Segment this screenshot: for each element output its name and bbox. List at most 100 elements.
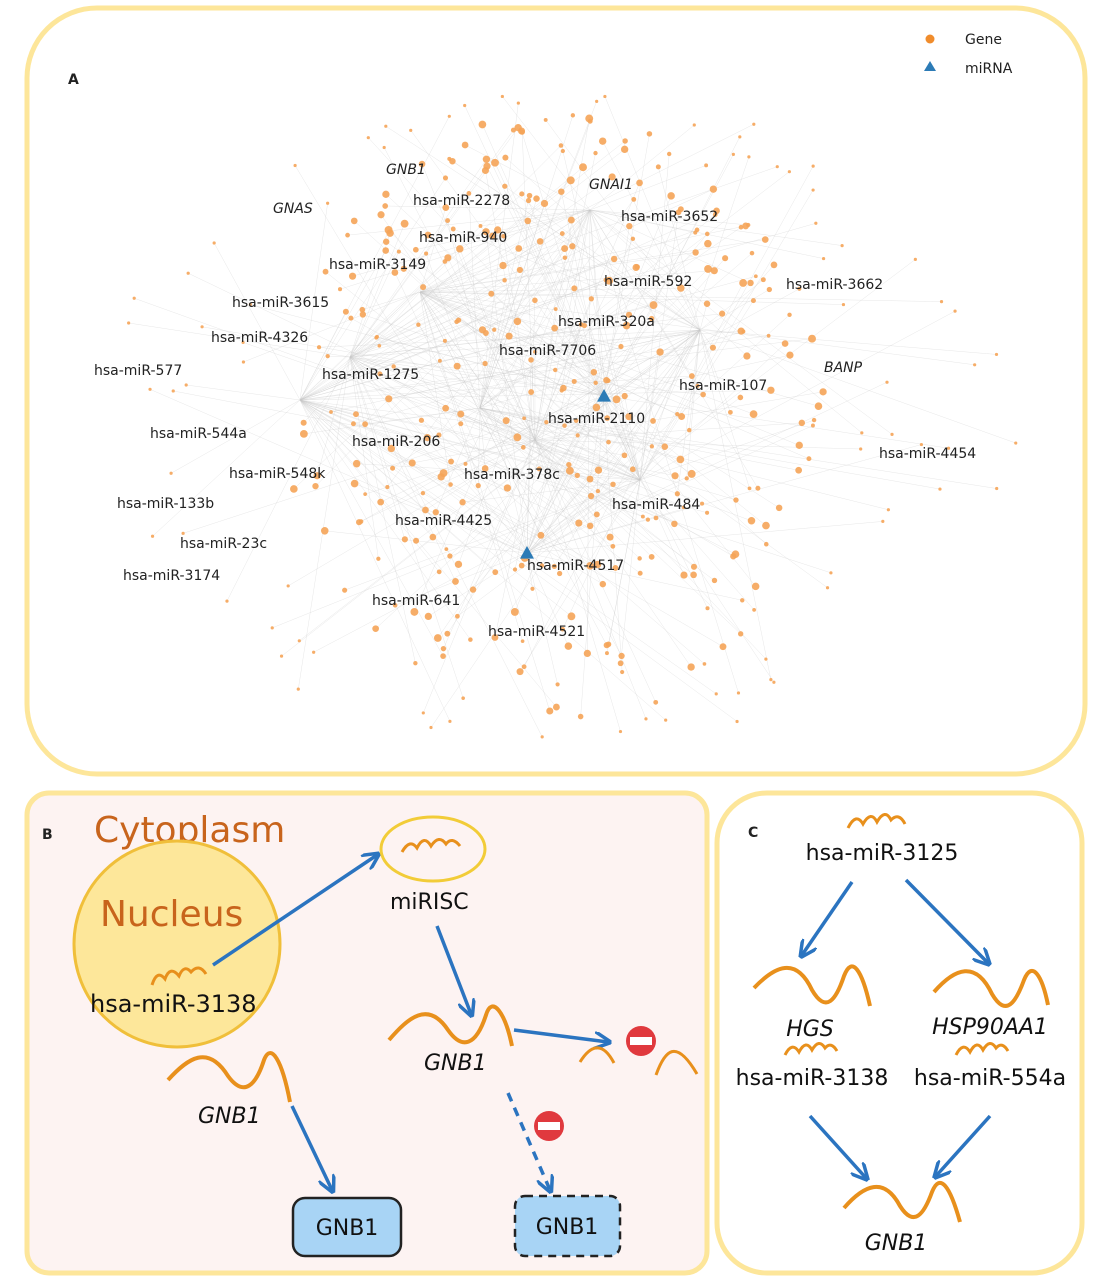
gene-node — [881, 519, 885, 523]
gene-node — [593, 150, 598, 156]
gene-node — [798, 419, 806, 427]
mirna-label: hsa-miR-2278 — [413, 193, 510, 209]
network-edge — [186, 384, 301, 401]
gene-node — [747, 517, 756, 525]
gene-node — [316, 345, 322, 350]
network-edge — [497, 229, 605, 397]
gene-node — [640, 514, 645, 519]
network-edge — [349, 293, 492, 358]
gene-node — [741, 329, 746, 334]
gene-node — [653, 515, 659, 521]
network-edge — [639, 343, 786, 481]
gene-node — [436, 432, 442, 438]
gene-label-gnai1: GNAI1 — [589, 177, 633, 193]
gene-node — [385, 485, 390, 490]
network-edge — [504, 186, 701, 331]
gene-node — [329, 410, 333, 414]
mirna-node — [597, 389, 611, 402]
gene-node — [821, 256, 826, 261]
network-edge — [603, 288, 800, 397]
network-edge — [430, 329, 701, 728]
gene-node — [454, 560, 463, 568]
gene-node — [569, 243, 576, 250]
arrow-to-hsp90aa1 — [904, 878, 988, 963]
mrna-strand-icon — [752, 964, 872, 1007]
gene-node — [704, 239, 712, 248]
gene-node — [290, 485, 298, 493]
network-edge — [526, 470, 599, 554]
network-edge — [293, 209, 591, 490]
mirna-label-b: hsa-miR-3138 — [90, 990, 257, 1018]
gene-node — [575, 519, 583, 527]
network-edge — [419, 166, 778, 293]
gene-node — [886, 508, 891, 512]
network-edge — [652, 329, 701, 422]
network-edge — [699, 329, 731, 413]
network-edge — [534, 182, 640, 441]
gene-node — [400, 265, 407, 272]
gene-node — [478, 224, 483, 228]
gene-node — [806, 456, 812, 462]
gene-node — [429, 725, 433, 730]
network-edge — [494, 439, 536, 638]
gene-node — [491, 158, 499, 167]
gene-node — [519, 191, 525, 197]
network-edge — [299, 375, 692, 401]
network-edge — [699, 329, 772, 680]
gene-node — [622, 138, 628, 144]
network-edge — [349, 356, 704, 395]
network-edge — [564, 248, 641, 481]
network-edge — [624, 396, 641, 481]
gene-node — [270, 626, 274, 630]
network-edge — [183, 395, 605, 534]
network-edge — [362, 291, 421, 310]
network-edge — [508, 209, 591, 337]
gene-node — [810, 423, 815, 428]
gene-node — [674, 491, 680, 497]
gene-node — [502, 154, 509, 161]
gene-node — [279, 654, 284, 658]
gene-node — [342, 308, 349, 315]
network-edge — [419, 291, 622, 657]
gene-node — [442, 204, 450, 212]
network-edge — [299, 149, 625, 401]
gene-node — [533, 195, 540, 202]
network-edge — [419, 291, 754, 415]
gene-node — [885, 380, 889, 384]
network-edge — [380, 214, 536, 441]
network-edge — [658, 166, 701, 331]
network-edge — [299, 399, 643, 517]
gene-node — [363, 492, 368, 496]
gene-node — [532, 297, 538, 304]
network-edge — [534, 439, 616, 569]
gene-node — [808, 334, 816, 343]
mirna-label: hsa-miR-107 — [679, 378, 767, 394]
panel-c-letter: C — [748, 825, 758, 841]
gene-node — [719, 643, 727, 651]
network-edge — [526, 381, 575, 554]
network-edge — [639, 479, 755, 611]
network-edge — [349, 159, 487, 358]
gene-node — [521, 664, 527, 670]
network-edge — [534, 439, 692, 668]
gene-node — [711, 577, 718, 584]
gene-node — [501, 233, 506, 239]
gene-node — [603, 94, 607, 99]
network-edge — [514, 395, 605, 612]
gene-node — [515, 245, 523, 252]
gene-node — [546, 707, 554, 715]
gene-node — [859, 447, 863, 451]
gene-node — [687, 663, 695, 671]
gene-node — [603, 277, 609, 283]
gene-node — [325, 353, 330, 359]
gene-node — [762, 521, 770, 530]
gene-node — [212, 241, 216, 245]
arrow-mirisc-to-gnb1 — [435, 925, 471, 1014]
gene-node — [687, 469, 696, 478]
gene-node — [740, 598, 745, 603]
network-edge — [410, 130, 605, 397]
gene-node — [186, 271, 190, 275]
mirna-label: hsa-miR-133b — [117, 496, 214, 512]
network-edge — [299, 399, 603, 585]
gene-node — [433, 634, 442, 642]
